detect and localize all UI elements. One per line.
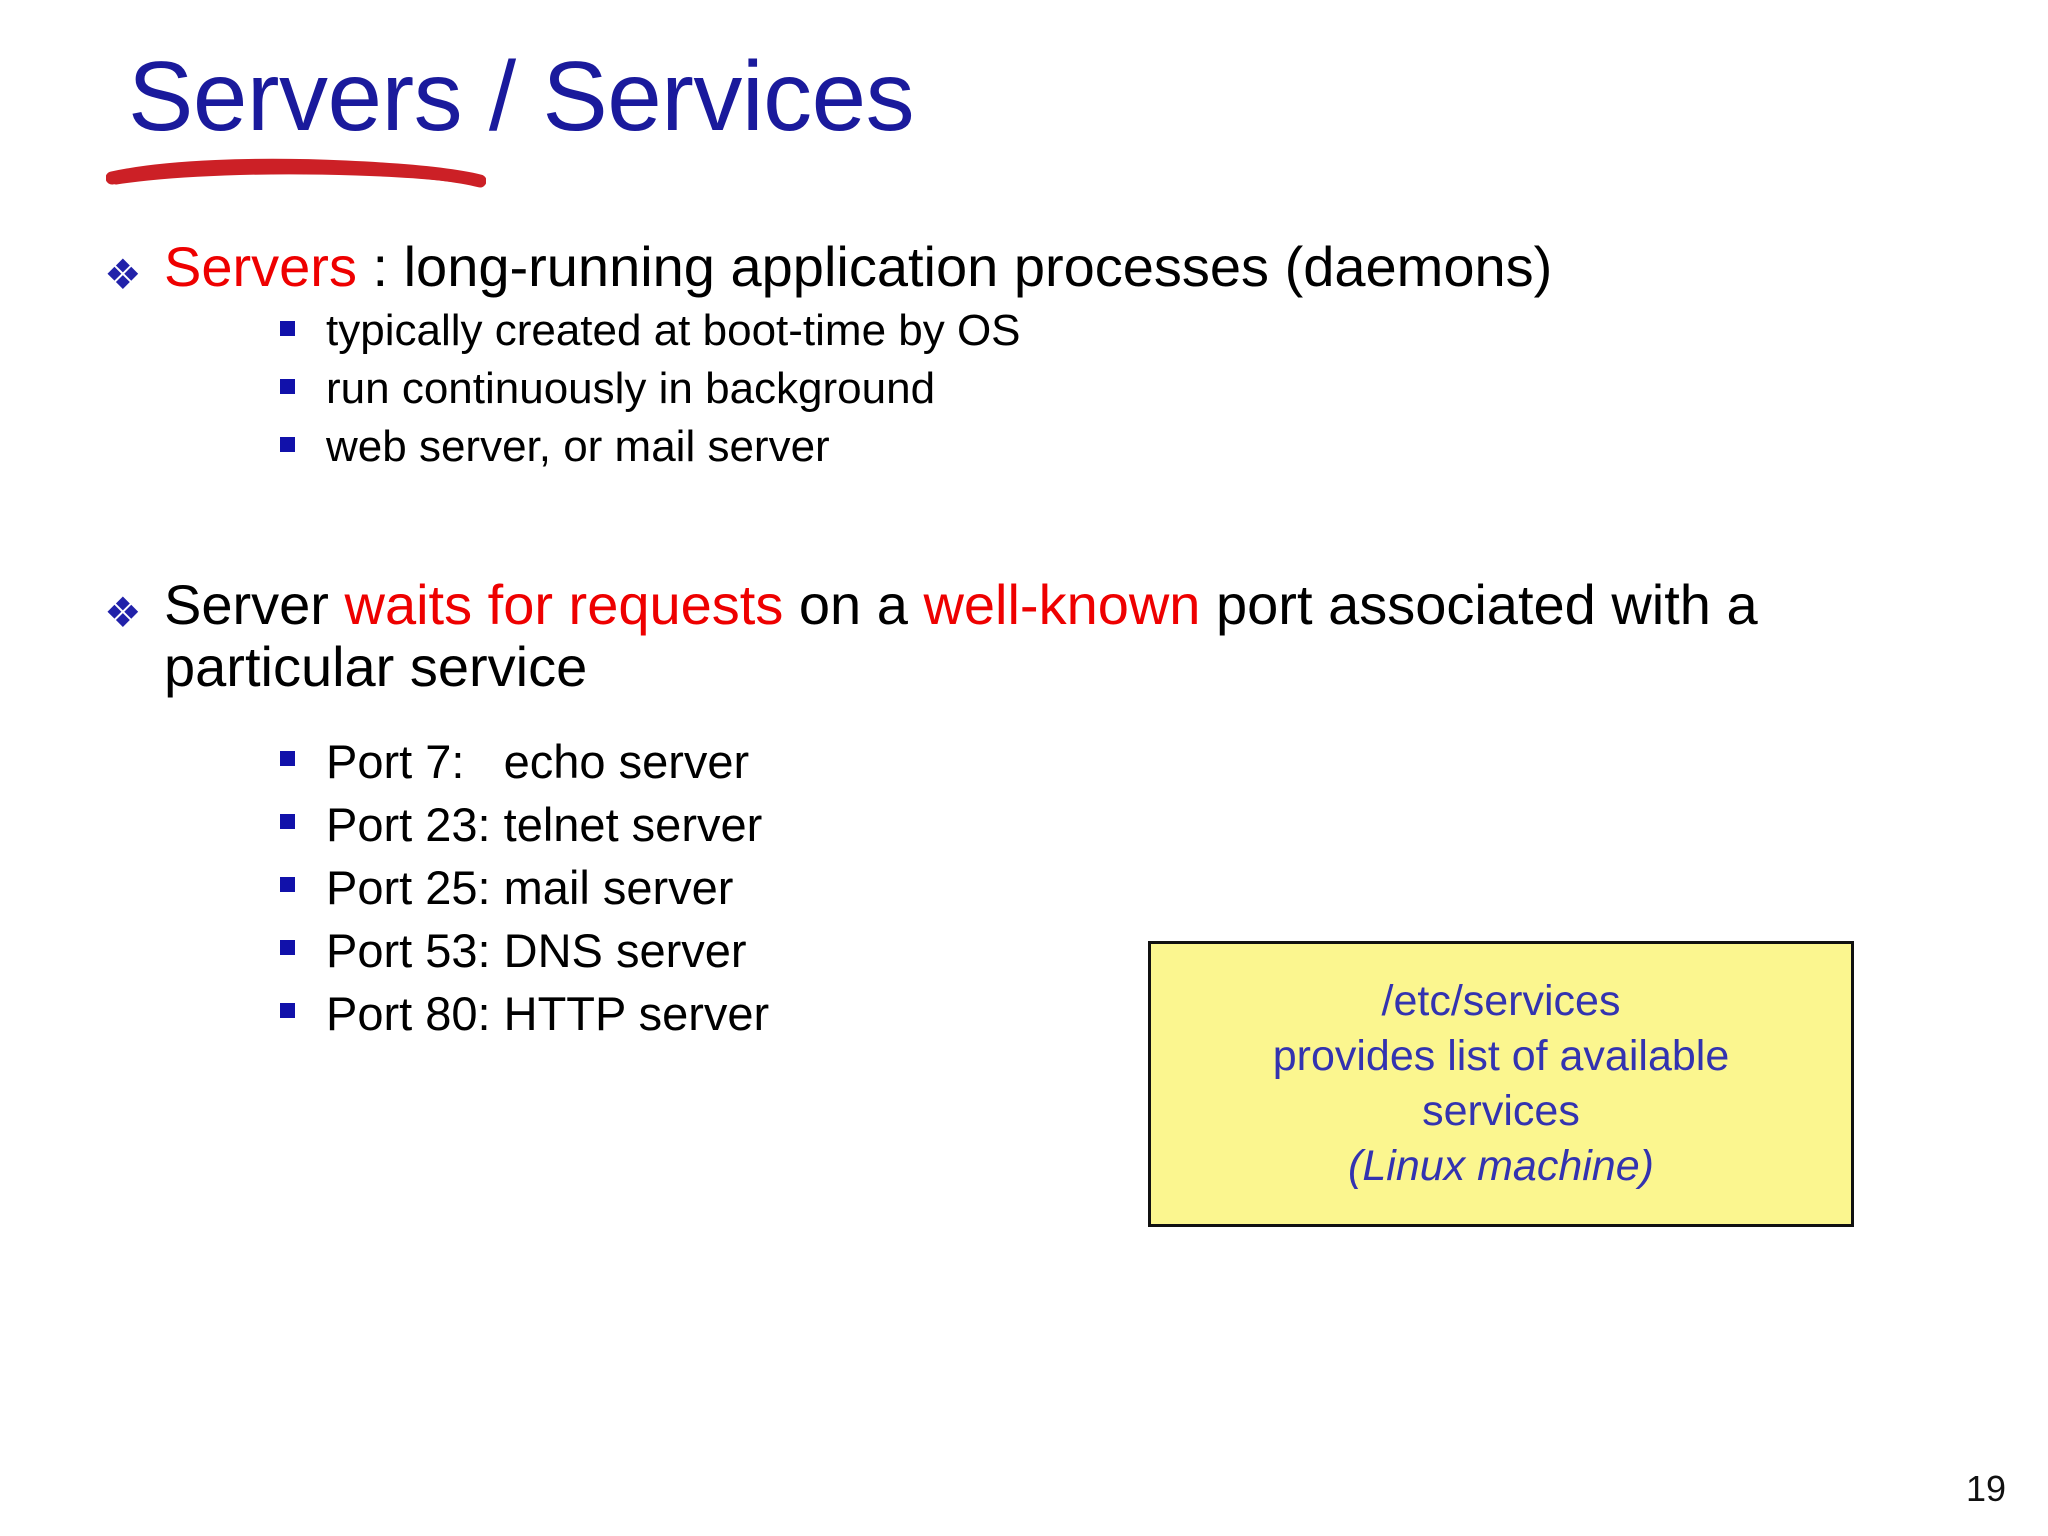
callout-line-2: provides list of available — [1272, 1031, 1730, 1080]
etc-services-callout: /etc/services provides list of available… — [1148, 941, 1854, 1227]
body-content: ❖ Servers : long-running application pro… — [104, 235, 1964, 1047]
seg-port-associated: port associated with a particular servic… — [164, 572, 1758, 699]
title-underline-stroke — [106, 158, 486, 188]
list-item: run continuously in background — [104, 361, 1964, 417]
title-block: Servers / Services — [106, 41, 1828, 194]
servers-sub-list: typically created at boot-time by OS run… — [104, 303, 1964, 476]
square-bullet-icon — [280, 361, 326, 395]
bullet-servers-keyword: Servers — [164, 235, 357, 298]
callout-line-4: (Linux machine) — [1348, 1142, 1654, 1191]
table-row: Port 53: DNS server — [104, 920, 1964, 981]
seg-well-known: well-known — [923, 572, 1201, 636]
callout-line-1: /etc/services — [1381, 976, 1621, 1025]
table-row: Port 7: echo server — [104, 731, 1964, 792]
square-bullet-icon — [280, 731, 326, 767]
square-bullet-icon — [280, 920, 326, 956]
ports-sub-list: Port 7: echo server Port 23: telnet serv… — [104, 731, 1964, 1044]
list-spacer — [104, 703, 1964, 731]
square-bullet-icon — [280, 794, 326, 830]
port-entry-53: Port 53: DNS server — [326, 924, 747, 978]
bullet-server-waits: ❖ Server waits for requests on a well-kn… — [104, 572, 1964, 699]
section-spacer — [104, 478, 1964, 574]
seg-on-a: on a — [783, 572, 924, 636]
list-item-label: web server, or mail server — [326, 422, 830, 472]
square-bullet-icon — [280, 419, 326, 453]
table-row: Port 25: mail server — [104, 857, 1964, 918]
bullet-servers: ❖ Servers : long-running application pro… — [104, 235, 1964, 299]
bullet-servers-rest: : long-running application processes (da… — [356, 235, 1553, 298]
callout-line-3: services — [1422, 1087, 1580, 1135]
seg-server: Server — [164, 572, 345, 636]
page-number: 19 — [1965, 1468, 2006, 1509]
table-row: Port 23: telnet server — [104, 794, 1964, 855]
port-entry-80: Port 80: HTTP server — [326, 987, 770, 1041]
square-bullet-icon — [280, 857, 326, 893]
square-bullet-icon — [280, 303, 326, 336]
seg-waits-for-requests: waits for requests — [344, 572, 784, 636]
port-entry-25: Port 25: mail server — [326, 861, 734, 915]
port-entry-23: Port 23: telnet server — [326, 798, 763, 852]
diamond-bullet-icon: ❖ — [104, 251, 142, 298]
bullet-servers-text: Servers : long-running application proce… — [164, 235, 1964, 299]
page-title: Servers / Services — [128, 41, 915, 151]
diamond-bullet-icon: ❖ — [104, 588, 142, 636]
list-item-label: run continuously in background — [326, 364, 936, 414]
port-entry-7: Port 7: echo server — [326, 735, 750, 789]
list-item: typically created at boot-time by OS — [104, 303, 1964, 359]
list-item: web server, or mail server — [104, 419, 1964, 475]
list-item-label: typically created at boot-time by OS — [326, 305, 1021, 355]
table-row: Port 80: HTTP server — [104, 983, 1964, 1044]
square-bullet-icon — [280, 983, 326, 1019]
bullet-server-waits-text: Server waits for requests on a well-know… — [164, 572, 1964, 699]
